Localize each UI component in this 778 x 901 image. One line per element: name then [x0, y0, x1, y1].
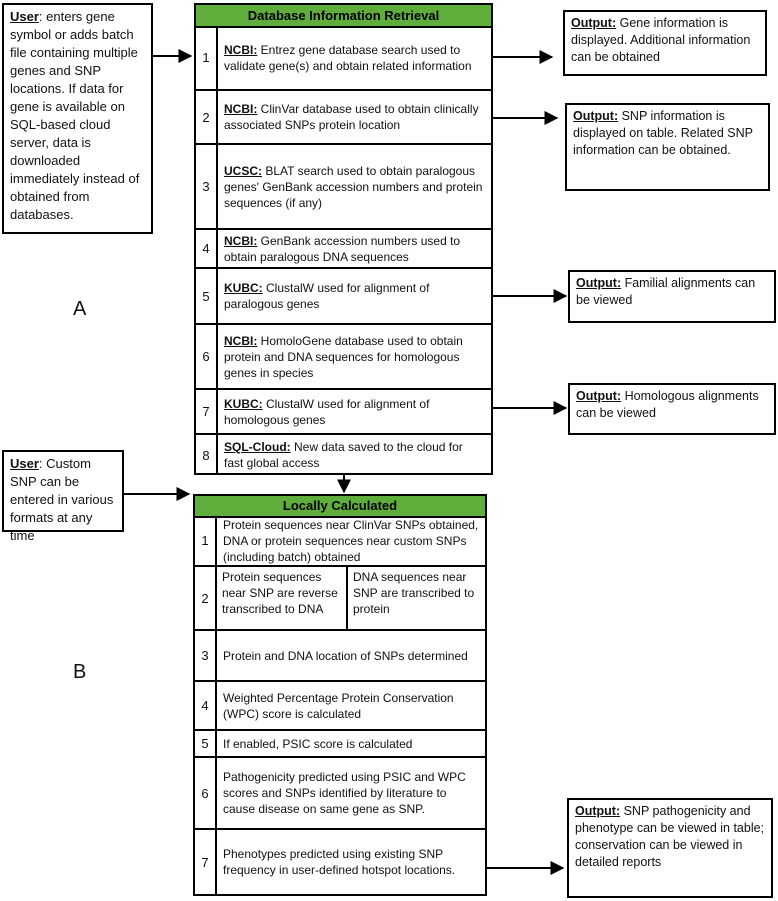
step-text: Protein and DNA location of SNPs determi… [223, 648, 468, 663]
output-familial-alignments: Output: Familial alignments can be viewe… [568, 270, 776, 323]
database-steps: 1 NCBI: Entrez gene database search used… [196, 26, 491, 475]
database-retrieval-panel: Database Information Retrieval 1 NCBI: E… [194, 3, 493, 475]
user-note-text: : enters gene symbol or adds batch file … [10, 9, 140, 222]
step-number: 3 [196, 145, 218, 228]
step-text: GenBank accession numbers used to obtain… [224, 233, 461, 264]
local-step: 1 Protein sequences near ClinVar SNPs ob… [195, 516, 485, 567]
output-text: Homologous alignments can be viewed [576, 389, 759, 420]
db-step: 2 NCBI: ClinVar database used to obtain … [196, 91, 491, 145]
step-source: NCBI: [224, 233, 258, 248]
step-text: If enabled, PSIC score is calculated [223, 736, 413, 751]
local-step: 3 Protein and DNA location of SNPs deter… [195, 631, 485, 682]
locally-calculated-panel: Locally Calculated 1 Protein sequences n… [193, 494, 487, 896]
db-step: 7 KUBC: ClustalW used for alignment of h… [196, 390, 491, 435]
step-number: 2 [196, 91, 218, 143]
local-panel-title: Locally Calculated [195, 496, 485, 518]
step-number: 3 [195, 631, 217, 680]
output-label: Output: [573, 109, 619, 123]
output-text: Familial alignments can be viewed [576, 276, 756, 307]
step-text: Weighted Percentage Protein Conservation… [223, 690, 454, 721]
custom-snp-text: : Custom SNP can be entered in various f… [10, 456, 114, 543]
step-source: UCSC: [224, 163, 262, 178]
db-step: 8 SQL-Cloud: New data saved to the cloud… [196, 435, 491, 475]
step-number: 6 [195, 758, 217, 828]
local-step: 7 Phenotypes predicted using existing SN… [195, 830, 485, 894]
step-source: NCBI: [224, 102, 258, 116]
db-step: 3 UCSC: BLAT search used to obtain paral… [196, 145, 491, 230]
local-step: 6 Pathogenicity predicted using PSIC and… [195, 758, 485, 830]
db-step: 1 NCBI: Entrez gene database search used… [196, 26, 491, 91]
output-text: Gene information is displayed. Additiona… [571, 16, 751, 64]
db-step: 4 NCBI: GenBank accession numbers used t… [196, 230, 491, 269]
step-text: BLAT search used to obtain paralogous ge… [224, 163, 483, 210]
step-number: 2 [195, 567, 217, 629]
db-step: 6 NCBI: HomoloGene database used to obta… [196, 325, 491, 390]
output-label: Output: [576, 276, 622, 290]
step-source: NCBI: [224, 42, 258, 57]
reverse-transcribe-text: Protein sequences near SNP are reverse t… [217, 567, 348, 629]
step-source: KUBC: [224, 396, 263, 411]
local-step: 4 Weighted Percentage Protein Conservati… [195, 682, 485, 731]
step-number: 4 [195, 682, 217, 729]
local-steps: 1 Protein sequences near ClinVar SNPs ob… [195, 516, 485, 894]
local-step: 2 Protein sequences near SNP are reverse… [195, 567, 485, 631]
step-number: 1 [195, 516, 217, 565]
step-source: NCBI: [224, 333, 258, 348]
step-text: Phenotypes predicted using existing SNP … [223, 847, 456, 877]
output-label: Output: [571, 16, 617, 30]
output-label: Output: [575, 804, 621, 818]
output-text: SNP information is displayed on table. R… [573, 109, 753, 157]
output-label: Output: [576, 389, 622, 403]
panel-label-b: B [73, 661, 87, 683]
output-pathogenicity: Output: SNP pathogenicity and phenotype … [567, 798, 773, 898]
step-number: 5 [195, 731, 217, 756]
step-number: 7 [196, 390, 218, 433]
output-text: SNP pathogenicity and phenotype can be v… [575, 804, 765, 869]
db-step: 5 KUBC: ClustalW used for alignment of p… [196, 269, 491, 325]
local-step: 5 If enabled, PSIC score is calculated [195, 731, 485, 758]
step-text: Protein sequences near ClinVar SNPs obta… [223, 517, 479, 564]
step-number: 6 [196, 325, 218, 388]
step-number: 8 [196, 435, 218, 475]
output-homologous-alignments: Output: Homologous alignments can be vie… [568, 383, 776, 435]
step-text: HomoloGene database used to obtain prote… [224, 333, 463, 380]
step-number: 1 [196, 26, 218, 89]
step-source: KUBC: [224, 281, 263, 295]
step-source: SQL-Cloud: [224, 440, 291, 454]
step-text: New data saved to the cloud for fast glo… [224, 440, 463, 470]
user-input-note: User: enters gene symbol or adds batch f… [2, 3, 153, 234]
database-panel-title: Database Information Retrieval [196, 5, 491, 28]
step-text: ClinVar database used to obtain clinical… [224, 102, 479, 132]
step-text: Pathogenicity predicted using PSIC and W… [223, 770, 466, 816]
step-text: Entrez gene database search used to vali… [224, 42, 472, 73]
step-number: 7 [195, 830, 217, 894]
user-label: User [10, 9, 39, 24]
transcribe-text: DNA sequences near SNP are transcribed t… [353, 570, 475, 616]
step-text: ClustalW used for alignment of paralogou… [224, 281, 430, 311]
panel-label-a: A [73, 298, 87, 320]
custom-snp-note: User: Custom SNP can be entered in vario… [2, 450, 124, 543]
step-number: 4 [196, 230, 218, 267]
user-label: User [10, 456, 39, 471]
step-number: 5 [196, 269, 218, 323]
output-snp-info: Output: SNP information is displayed on … [565, 103, 770, 191]
output-gene-info: Output: Gene information is displayed. A… [563, 10, 767, 76]
step-text: ClustalW used for alignment of homologou… [224, 396, 430, 427]
